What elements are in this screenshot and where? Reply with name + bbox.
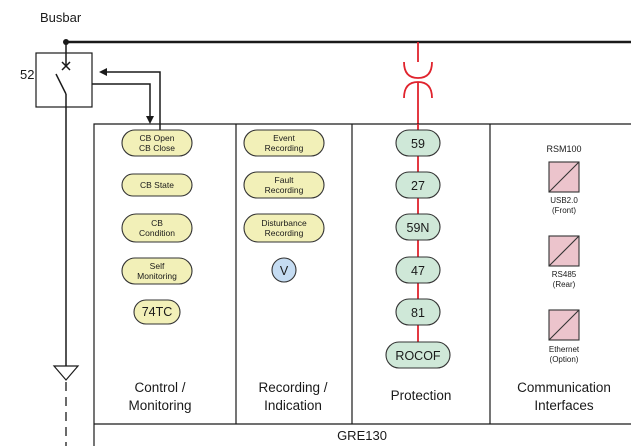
cb-open-close-pill: CB Open CB Close xyxy=(121,129,193,157)
svg-text:Self: Self xyxy=(150,261,165,271)
svg-text:CB: CB xyxy=(151,218,163,228)
svg-text:47: 47 xyxy=(411,264,425,278)
rs485-port-label-2: (Rear) xyxy=(553,280,576,289)
svg-text:Recording: Recording xyxy=(265,228,304,238)
svg-text:27: 27 xyxy=(411,179,425,193)
svg-text:74TC: 74TC xyxy=(142,305,173,319)
svg-text:Fault: Fault xyxy=(275,175,295,185)
svg-text:ROCOF: ROCOF xyxy=(395,349,441,363)
svg-text:CB State: CB State xyxy=(140,180,174,190)
svg-text:Disturbance: Disturbance xyxy=(261,218,307,228)
protection-column: 59 27 59N 47 81 ROCOF Protection xyxy=(385,124,452,403)
ethernet-port-icon xyxy=(548,309,580,341)
protection-label: Protection xyxy=(391,388,452,403)
self-monitoring-pill: Self Monitoring xyxy=(121,257,193,285)
recording-label-1: Recording / xyxy=(258,380,327,395)
svg-text:81: 81 xyxy=(411,306,425,320)
device-name: GRE130 xyxy=(337,428,387,443)
function-27: 27 xyxy=(395,171,441,199)
svg-text:Recording: Recording xyxy=(265,143,304,153)
svg-text:CB Close: CB Close xyxy=(139,143,175,153)
svg-text:Recording: Recording xyxy=(265,185,304,195)
rsm100-label: RSM100 xyxy=(546,144,581,154)
recording-column: Event Recording Fault Recording Disturba… xyxy=(243,129,328,413)
breaker-box xyxy=(35,52,93,108)
ethernet-port-label-1: Ethernet xyxy=(549,345,580,354)
usb-port-label-1: USB2.0 xyxy=(550,196,578,205)
communication-label-2: Interfaces xyxy=(534,398,594,413)
ethernet-port-label-2: (Option) xyxy=(550,355,579,364)
event-recording-pill: Event Recording xyxy=(243,129,325,157)
cb-condition-pill: CB Condition xyxy=(121,213,193,243)
control-label-1: Control / xyxy=(134,380,185,395)
device-frame xyxy=(93,123,631,446)
svg-text:59: 59 xyxy=(411,137,425,151)
cb-state-pill: CB State xyxy=(121,173,193,197)
svg-text:59N: 59N xyxy=(407,221,430,235)
function-59: 59 xyxy=(395,129,441,157)
svg-text:Event: Event xyxy=(273,133,295,143)
control-label-2: Monitoring xyxy=(128,398,191,413)
feeder-arrow-icon xyxy=(52,365,80,381)
rs485-port-icon xyxy=(548,235,580,267)
voltmeter-icon: V xyxy=(271,257,297,283)
voltage-transformer-icon xyxy=(403,42,433,124)
control-arrows xyxy=(92,68,161,132)
svg-text:Condition: Condition xyxy=(139,228,175,238)
breaker-label: 52 xyxy=(20,67,34,82)
usb-port-icon xyxy=(548,161,580,193)
svg-text:V: V xyxy=(280,264,289,278)
function-rocof: ROCOF xyxy=(385,341,451,369)
rs485-port-label-1: RS485 xyxy=(552,270,577,279)
breaker-symbol xyxy=(55,42,71,107)
function-47: 47 xyxy=(395,256,441,284)
disturbance-recording-pill: Disturbance Recording xyxy=(243,213,325,243)
svg-text:CB Open: CB Open xyxy=(140,133,175,143)
recording-label-2: Indication xyxy=(264,398,322,413)
function-81: 81 xyxy=(395,298,441,326)
busbar-label: Busbar xyxy=(40,10,82,25)
communication-label-1: Communication xyxy=(517,380,611,395)
function-59n: 59N xyxy=(395,213,441,241)
communication-column: RSM100 USB2.0 (Front) RS485 (Rear) Ether… xyxy=(517,144,611,413)
svg-text:Monitoring: Monitoring xyxy=(137,271,177,281)
usb-port-label-2: (Front) xyxy=(552,206,576,215)
control-column: CB Open CB Close CB State CB Condition S… xyxy=(121,129,193,413)
fault-recording-pill: Fault Recording xyxy=(243,171,325,199)
function-74tc: 74TC xyxy=(133,299,181,325)
